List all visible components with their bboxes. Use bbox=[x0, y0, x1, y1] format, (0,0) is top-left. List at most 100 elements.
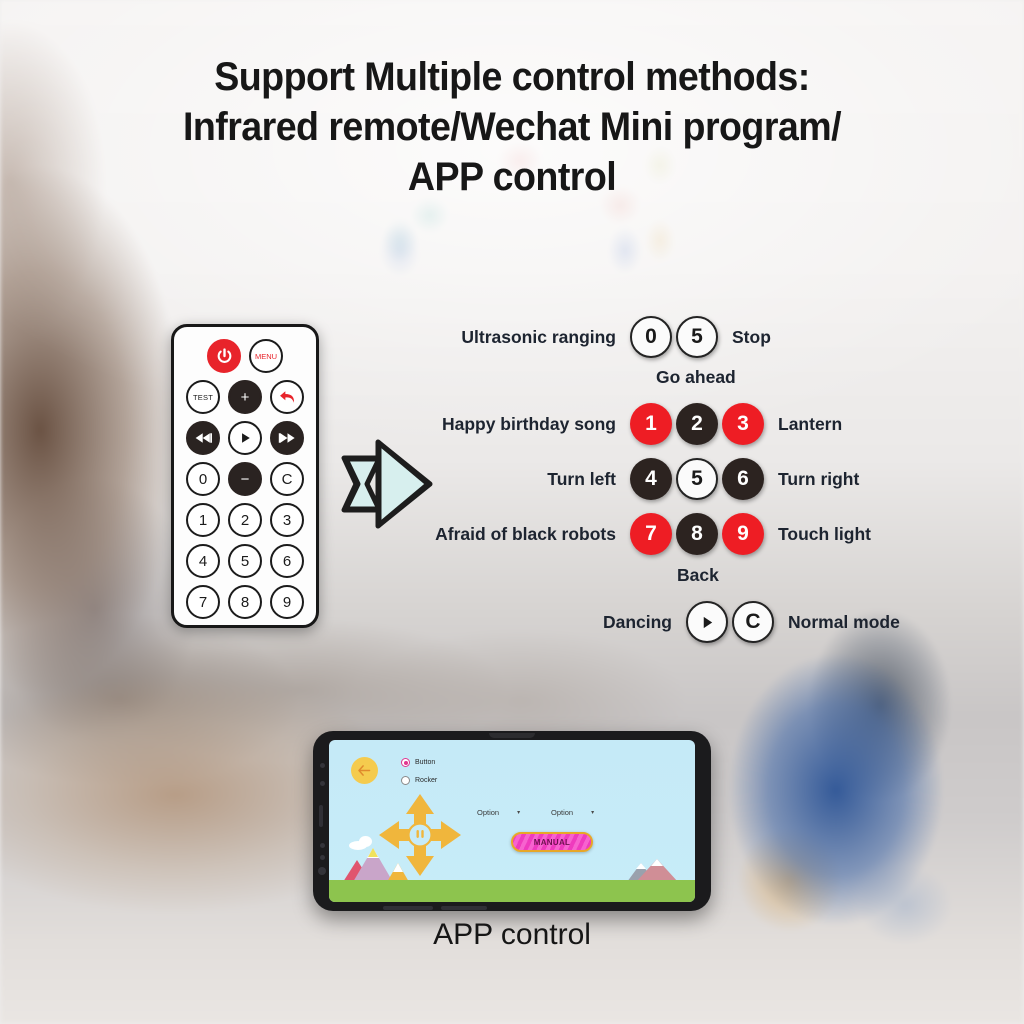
radio-unselected-icon[interactable] bbox=[401, 776, 410, 785]
remote-key-7[interactable]: 7 bbox=[186, 585, 220, 619]
keymap-label-birthday-song: Happy birthday song bbox=[441, 413, 616, 434]
previous-icon bbox=[195, 433, 212, 443]
keymap-key-4[interactable]: 4 bbox=[630, 458, 672, 500]
remote-key-8[interactable]: 8 bbox=[228, 585, 262, 619]
keymap-label-back: Back bbox=[677, 565, 719, 585]
remote-row-7: 7 8 9 bbox=[174, 585, 316, 619]
remote-key-2[interactable]: 2 bbox=[228, 503, 262, 537]
title-line-2: Infrared remote/Wechat Mini program/ bbox=[182, 105, 842, 149]
remote-row-6: 4 5 6 bbox=[174, 544, 316, 578]
phone-bottom-bar-mid bbox=[441, 906, 487, 910]
keymap-key-7[interactable]: 7 bbox=[630, 513, 672, 555]
remote-row-3 bbox=[174, 421, 316, 455]
chevron-down-icon[interactable]: ▾ bbox=[517, 810, 521, 816]
remote-key-1[interactable]: 1 bbox=[186, 503, 220, 537]
keymap-label-go-ahead: Go ahead bbox=[656, 367, 736, 387]
arrow-left-icon[interactable] bbox=[379, 821, 409, 849]
keymap-key-0[interactable]: 0 bbox=[630, 316, 672, 358]
arrow-up-icon[interactable] bbox=[406, 794, 434, 824]
pause-icon bbox=[416, 830, 419, 838]
back-arrow-icon bbox=[358, 765, 371, 776]
app-radio-button-mode[interactable]: Button bbox=[401, 758, 435, 767]
radio-selected-icon[interactable] bbox=[401, 758, 410, 767]
keymap-key-play[interactable] bbox=[686, 601, 728, 643]
keymap-label-ultrasonic: Ultrasonic ranging bbox=[461, 326, 616, 347]
app-dropdown-1[interactable]: Option ▾ bbox=[477, 808, 534, 817]
phone-camera bbox=[318, 867, 326, 875]
phone-sensor-4 bbox=[320, 855, 325, 860]
title-line-3: APP control bbox=[407, 155, 617, 199]
cloud-icon bbox=[359, 836, 372, 847]
page-title: Support Multiple control methods: Infrar… bbox=[31, 52, 994, 202]
app-screen: Button Rocker Option ▾ O bbox=[329, 740, 695, 902]
keymap-label-turn-right: Turn right bbox=[778, 468, 860, 489]
phone-sensor-3 bbox=[320, 843, 325, 848]
remote-next-button[interactable] bbox=[270, 421, 304, 455]
app-dropdown-label-1: Option bbox=[477, 808, 500, 817]
keymap-key-8[interactable]: 8 bbox=[676, 513, 718, 555]
keymap-key-5[interactable]: 5 bbox=[676, 458, 718, 500]
arrow-down-icon[interactable] bbox=[406, 846, 434, 876]
remote-play-button[interactable] bbox=[228, 421, 262, 455]
app-manual-button[interactable]: MANUAL bbox=[511, 832, 593, 852]
remote-test-button[interactable]: TEST bbox=[186, 380, 220, 414]
remote-key-6[interactable]: 6 bbox=[270, 544, 304, 578]
keymap-key-9[interactable]: 9 bbox=[722, 513, 764, 555]
phone-volume-button[interactable] bbox=[319, 805, 323, 827]
remote-row-4: 0 − C bbox=[174, 462, 316, 496]
remote-minus-button[interactable]: − bbox=[228, 462, 262, 496]
app-back-button[interactable] bbox=[351, 757, 378, 784]
keymap-key-3[interactable]: 3 bbox=[722, 403, 764, 445]
app-ground bbox=[329, 880, 695, 902]
pause-icon bbox=[421, 830, 424, 838]
keymap-key-5-top[interactable]: 5 bbox=[676, 316, 718, 358]
title-line-1: Support Multiple control methods: bbox=[214, 55, 810, 99]
infrared-remote: MENU TEST + bbox=[171, 324, 319, 628]
keymap-row-0-5: Ultrasonic ranging 0 5 Stop bbox=[398, 316, 918, 358]
back-arrow-icon bbox=[280, 391, 294, 403]
keymap-row-4-5-6: Turn left 4 5 6 Turn right bbox=[398, 458, 859, 500]
chevron-down-icon[interactable]: ▾ bbox=[591, 810, 595, 816]
arrow-right-icon[interactable] bbox=[431, 821, 461, 849]
keymap-row-play-c: Dancing C Normal mode bbox=[398, 601, 900, 643]
cloud-icon bbox=[349, 841, 367, 850]
remote-key-4[interactable]: 4 bbox=[186, 544, 220, 578]
dpad-center-ring[interactable] bbox=[407, 822, 433, 848]
app-radio-label-button: Button bbox=[415, 759, 436, 766]
remote-previous-button[interactable] bbox=[186, 421, 220, 455]
keymap-key-1[interactable]: 1 bbox=[630, 403, 672, 445]
remote-key-5[interactable]: 5 bbox=[228, 544, 262, 578]
keymap-key-6[interactable]: 6 bbox=[722, 458, 764, 500]
app-dropdown-2[interactable]: Option ▾ bbox=[551, 808, 608, 817]
play-icon bbox=[703, 616, 712, 628]
remote-key-0[interactable]: 0 bbox=[186, 462, 220, 496]
keymap-row-1-2-3: Happy birthday song 1 2 3 Lantern bbox=[398, 403, 842, 445]
remote-key-c[interactable]: C bbox=[270, 462, 304, 496]
remote-key-map: Ultrasonic ranging 0 5 Stop Go ahead Hap… bbox=[398, 310, 918, 650]
keymap-label-dancing: Dancing bbox=[602, 611, 672, 632]
remote-key-9[interactable]: 9 bbox=[270, 585, 304, 619]
keymap-row-7-8-9: Afraid of black robots 7 8 9 Touch light bbox=[398, 513, 871, 555]
power-icon bbox=[217, 347, 231, 363]
app-dropdown-label-2: Option bbox=[551, 808, 574, 817]
phone-sensor-2 bbox=[320, 781, 325, 786]
keymap-key-c[interactable]: C bbox=[732, 601, 774, 643]
keymap-label-lantern: Lantern bbox=[778, 413, 843, 434]
keymap-label-afraid-black-robots: Afraid of black robots bbox=[435, 523, 616, 544]
app-radio-label-rocker: Rocker bbox=[415, 777, 438, 784]
remote-row-5: 1 2 3 bbox=[174, 503, 316, 537]
app-radio-rocker-mode[interactable]: Rocker bbox=[401, 776, 437, 785]
right-arrow-icon bbox=[341, 439, 433, 529]
mountain-scenery-right bbox=[627, 859, 678, 882]
keymap-label-touch-light: Touch light bbox=[778, 523, 871, 544]
remote-back-button[interactable] bbox=[270, 380, 304, 414]
remote-key-3[interactable]: 3 bbox=[270, 503, 304, 537]
keymap-label-turn-left: Turn left bbox=[547, 468, 616, 489]
remote-menu-button[interactable]: MENU bbox=[249, 339, 283, 373]
keymap-key-2[interactable]: 2 bbox=[676, 403, 718, 445]
remote-power-button[interactable] bbox=[207, 339, 241, 373]
phone-sensor-1 bbox=[320, 763, 325, 768]
app-dpad[interactable] bbox=[377, 792, 463, 878]
remote-plus-button[interactable]: + bbox=[228, 380, 262, 414]
